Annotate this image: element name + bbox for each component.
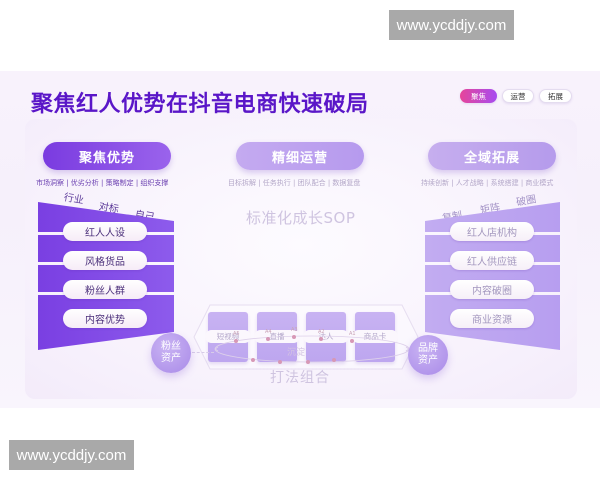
sop-title: 标准化成长SOP [246,209,356,227]
card-product-card[interactable]: 商品卡 [352,312,398,362]
cycle-point-a4 [266,337,270,341]
card-product-card-label: 商品卡 [352,330,398,343]
cycle-point-a5-label: A5 [233,331,240,337]
left-item-influencer-persona[interactable]: 红人人设 [63,222,147,241]
card-short-video[interactable]: 短视频 [205,312,251,362]
cycle-point-a1 [350,339,354,343]
right-funnel: 红人店机构 红人供应链 内容破圈 商业资源 [425,202,560,350]
right-item-influencer-supply-chain[interactable]: 红人供应链 [450,251,534,270]
cycle-point-a3-label: A3 [291,327,298,333]
cycle-point-a3 [292,335,296,339]
nav-pill-operations[interactable]: 运营 [502,89,534,103]
right-item-business-resources[interactable]: 商业资源 [450,309,534,328]
slide-title: 聚焦红人优势在抖音电商快速破局 [31,92,369,117]
cycle-bottom-point-1 [251,358,255,362]
nav-pill-focus[interactable]: 聚焦 [460,89,497,103]
cycle-bottom-point-4 [332,358,336,362]
cycle-point-a4-label: A4 [265,329,272,335]
tactics-combination-label: 打法组合 [270,370,330,386]
left-item-style-goods[interactable]: 风格货品 [63,251,147,270]
right-item-content-breakout[interactable]: 内容破圈 [450,280,534,299]
watermark-top: www.ycddjy.com [389,10,514,40]
fan-assets-badge: 粉丝资产 [151,333,191,373]
left-connector-line [192,352,214,353]
slide: 聚焦红人优势在抖音电商快速破局 聚焦 运营 拓展 聚焦优势 精细运营 全域拓展 … [0,71,600,408]
section-focus-advantage[interactable]: 聚焦优势 [43,142,171,170]
cycle-center-label: 沉淀 [287,348,306,358]
left-subtitle: 市场洞察 | 优劣分析 | 策略制定 | 组织支撑 [36,179,169,187]
right-subtitle: 持续创新 | 人才战略 | 系统搭建 | 商业模式 [421,179,554,187]
left-item-content-advantage[interactable]: 内容优势 [63,309,147,328]
sediment-cycle: A5 A4 A3 A2 A1 沉淀 [205,325,420,375]
nav-pill-expansion[interactable]: 拓展 [539,89,572,103]
cycle-point-a2-label: A2 [318,329,325,335]
brand-assets-badge: 品牌资产 [408,335,448,375]
cycle-bottom-point-3 [306,360,310,364]
section-global-expansion[interactable]: 全域拓展 [428,142,556,170]
cycle-point-a5 [234,339,238,343]
nav-pill-group: 聚焦 运营 拓展 [460,89,572,103]
cycle-bottom-point-2 [278,360,282,364]
section-fine-operations[interactable]: 精细运营 [236,142,364,170]
cycle-point-a1-label: A1 [349,331,356,337]
cycle-point-a2 [319,337,323,341]
card-short-video-label: 短视频 [205,330,251,343]
right-item-influencer-store-agency[interactable]: 红人店机构 [450,222,534,241]
middle-subtitle: 目标拆解 | 任务执行 | 团队配合 | 数据复盘 [228,179,361,187]
left-funnel: 红人人设 风格货品 粉丝人群 内容优势 [38,202,174,350]
left-item-fan-group[interactable]: 粉丝人群 [63,280,147,299]
watermark-bottom: www.ycddjy.com [9,440,134,470]
